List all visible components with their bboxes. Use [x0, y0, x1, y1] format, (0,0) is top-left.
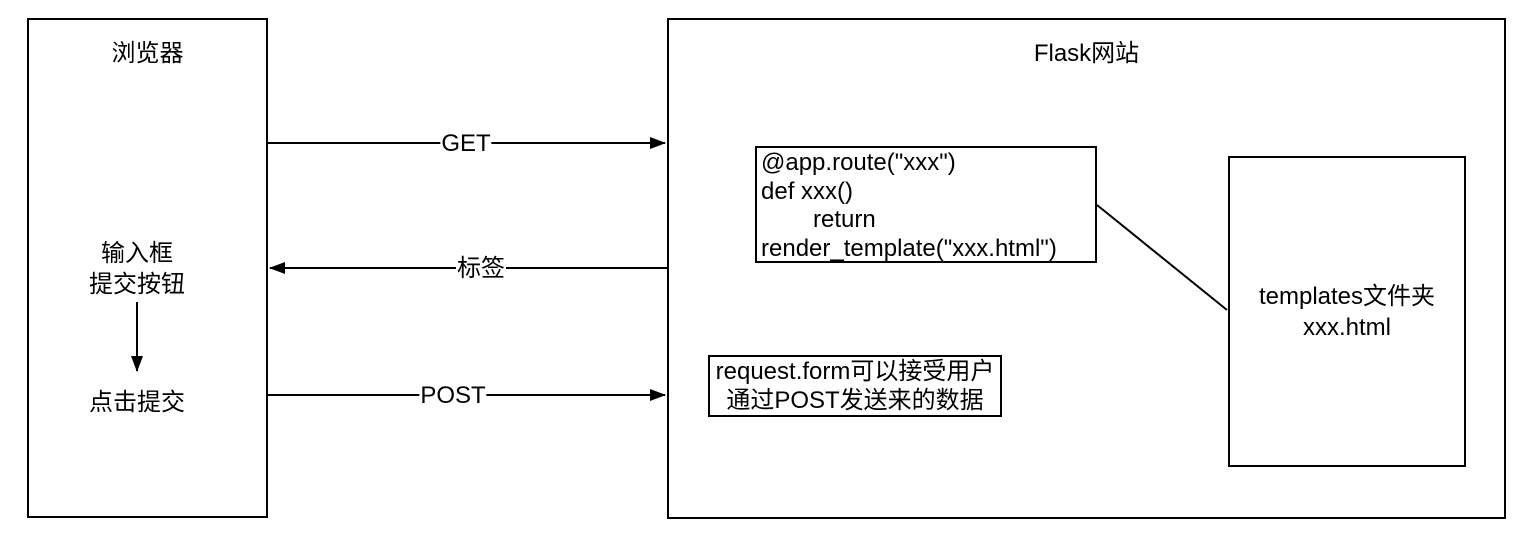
post-arrow-label: POST — [419, 382, 487, 410]
click-submit-label: 点击提交 — [89, 389, 185, 416]
input-submit-label: 输入框 提交按钮 — [29, 238, 245, 300]
code-line: @app.route("xxx") — [761, 149, 956, 176]
code-line: render_template("xxx.html") — [761, 234, 1057, 262]
flask-box-title: Flask网站 — [1033, 40, 1140, 67]
input-field-label: 输入框 — [101, 240, 173, 267]
response-arrow-label: 标签 — [456, 255, 506, 283]
route-code-box: @app.route("xxx") def xxx() return rende… — [755, 146, 1097, 263]
templates-folder-box: templates文件夹 xxx.html — [1228, 156, 1466, 467]
browser-box-title: 浏览器 — [111, 40, 184, 67]
code-line: def xxx() — [761, 177, 854, 205]
request-form-note-line: request.form可以接受用户 — [715, 358, 995, 385]
code-line: return — [813, 206, 876, 233]
request-form-note-line: 通过POST发送来的数据 — [726, 387, 984, 414]
templates-file-label: xxx.html — [1302, 313, 1391, 341]
browser-box: 浏览器 输入框 提交按钮 点击提交 — [27, 18, 268, 518]
request-form-note-box: request.form可以接受用户 通过POST发送来的数据 — [708, 355, 1002, 417]
templates-folder-label: templates文件夹 — [1258, 282, 1436, 310]
submit-button-label: 提交按钮 — [89, 271, 185, 298]
get-arrow-label: GET — [440, 130, 492, 158]
flask-website-box: Flask网站 @app.route("xxx") def xxx() retu… — [667, 18, 1506, 519]
